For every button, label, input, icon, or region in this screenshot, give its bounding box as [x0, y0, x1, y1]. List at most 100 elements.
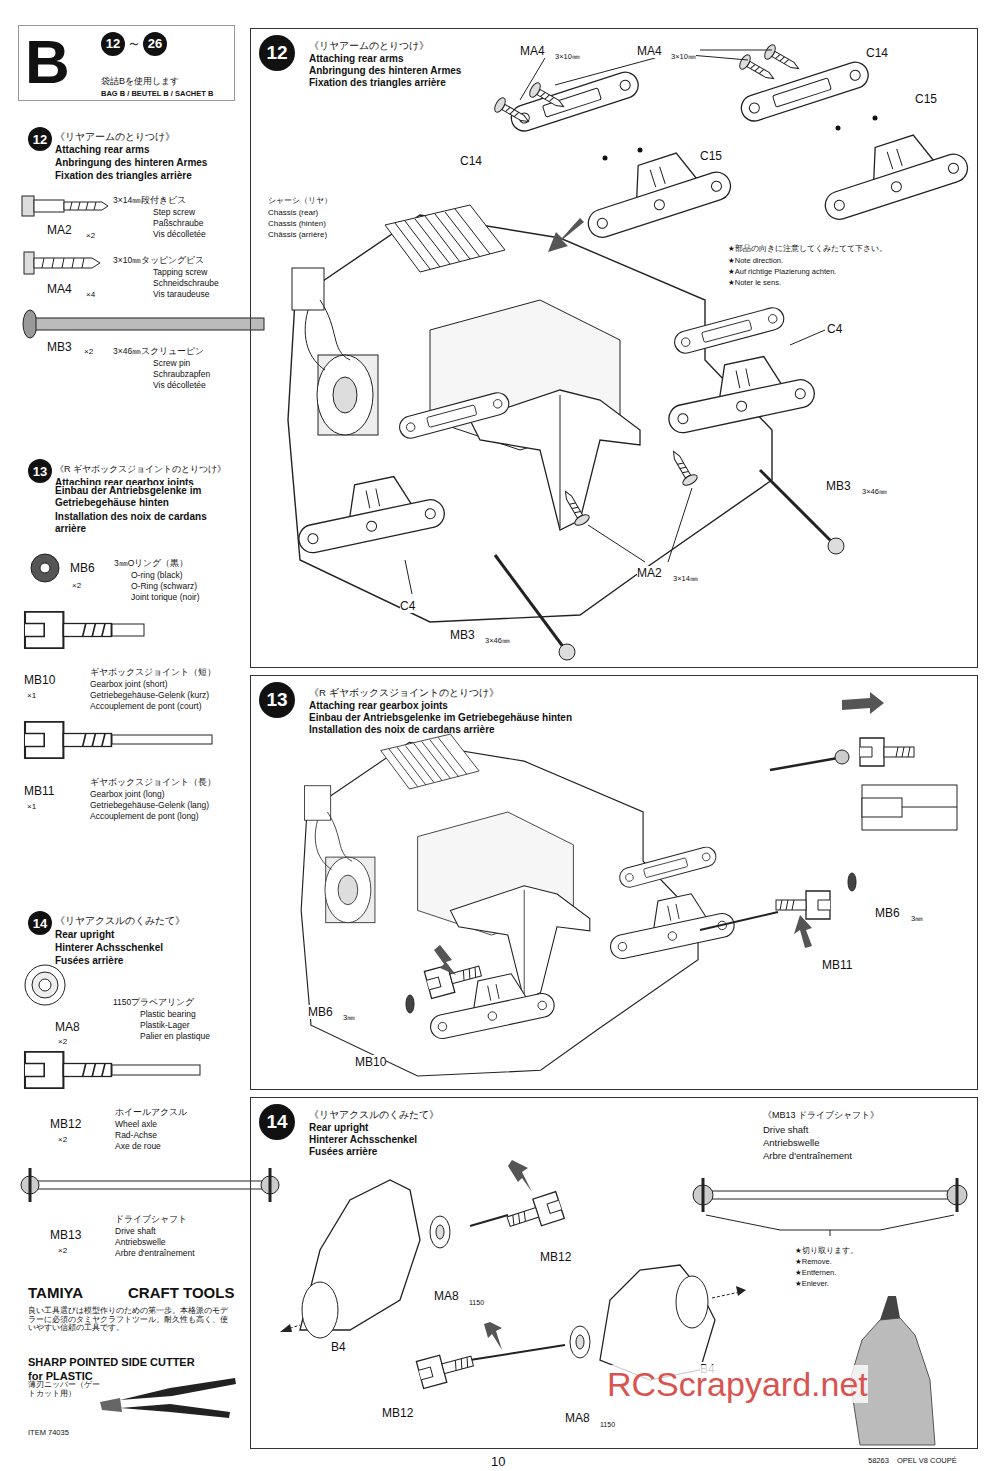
part-code: MA8	[55, 1020, 80, 1034]
label-wrap: ホイールアクスル	[115, 1101, 187, 1119]
node-text: 13	[266, 689, 287, 711]
node-text: Fusées arrière	[309, 1146, 377, 1157]
label-text: ×2	[84, 347, 93, 356]
label-wrap: ★切り取ります。	[795, 1239, 858, 1257]
label-wrap: RCScrapyard.net	[607, 1365, 868, 1404]
step-number: 14	[259, 1104, 295, 1140]
node-text: 14	[266, 1111, 287, 1133]
label-wrap: ×2	[86, 224, 95, 242]
node-text: Anbringung des hinteren Armes	[309, 65, 461, 76]
label-text: 58263	[868, 1456, 889, 1465]
step-number: 13	[28, 459, 52, 483]
text-wrap: 袋詰Bを使用します	[101, 70, 179, 88]
label-wrap: 薄刃ニッパー（ゲートカット用）	[28, 1380, 100, 1398]
label-wrap: OPEL V8 COUPÉ	[897, 1449, 957, 1467]
label-text: ×4	[86, 290, 95, 299]
label-wrap: Installation des noix de cardans arrière	[55, 511, 235, 534]
label-wrap: MB11	[822, 955, 852, 973]
label-wrap: MA4	[637, 41, 662, 59]
label-text: ×2	[58, 1246, 67, 1255]
label-wrap: C15	[915, 89, 937, 107]
part-code: MB11	[822, 958, 852, 972]
label-text: Schneidschraube	[153, 278, 219, 288]
label-text: 1150	[469, 1299, 484, 1306]
node-text: 12	[33, 132, 47, 147]
text-wrap: 12	[259, 35, 295, 71]
part-code: MB3	[47, 340, 72, 354]
label-text: 3×46㎜	[862, 487, 887, 496]
node-text: Fixation des triangles arrière	[309, 77, 446, 88]
label-wrap: 3㎜	[343, 1006, 355, 1024]
text-wrap: B	[25, 26, 70, 97]
label-wrap: 3×14㎜段付きビス	[113, 189, 186, 207]
label-text: Hinterer Achsschenkel	[55, 942, 163, 953]
label-wrap: 良い工具選びは模型作りのための第一歩。本格派のモデラーに必須のタミヤクラフトツー…	[28, 1307, 233, 1333]
label-wrap: Drive shaft	[763, 1119, 808, 1137]
gearbox-joint-assembly	[301, 692, 957, 1076]
step-panel: 《リヤアームのとりつけ》Attaching rear armsAnbringun…	[250, 28, 978, 668]
label-text: Wheel axle	[115, 1119, 157, 1129]
label-wrap: SHARP POINTED SIDE CUTTER	[28, 1352, 195, 1370]
label-text: 1150	[600, 1421, 615, 1428]
part-code: B4	[331, 1340, 346, 1354]
part-code: MB12	[540, 1250, 571, 1264]
label-wrap: 10	[491, 1452, 505, 1470]
label-text: ★Noter le sens.	[728, 278, 781, 287]
label-wrap: MA4	[47, 279, 72, 297]
label-text: ITEM 74035	[28, 1428, 69, 1437]
label-text: Fixation des triangles arrière	[55, 170, 192, 181]
label-wrap: 3×10㎜タッピングビス	[113, 249, 204, 267]
label-wrap: ×2	[84, 340, 93, 358]
bag-header: B12～26袋詰Bを使用しますBAG B / BEUTEL B / SACHET…	[18, 25, 235, 101]
label-text: 1150プラベアリング	[113, 997, 194, 1007]
label-text: Joint torique (noir)	[131, 592, 200, 602]
text-wrap: 《リヤアクスルのくみたて》	[309, 1104, 439, 1122]
label-wrap: MA2	[47, 220, 72, 238]
label-text: ×2	[58, 1135, 67, 1144]
part-code: C15	[915, 92, 937, 106]
node-text: Einbau der Antriebsgelenke im Getriebege…	[309, 712, 572, 723]
label-wrap: 1150	[469, 1291, 484, 1309]
step-panel: 《R ギヤボックスジョイントのとりつけ》Attaching rear gearb…	[250, 675, 978, 1090]
label-wrap: C4	[400, 596, 415, 614]
label-wrap: 《リヤアームのとりつけ》	[55, 126, 175, 144]
part-code: MB6	[875, 906, 900, 920]
label-wrap: MB6	[70, 558, 95, 576]
label-text: 《R ギヤボックスジョイントのとりつけ》	[55, 464, 226, 474]
node-text: Rear upright	[309, 1122, 368, 1133]
label-wrap: 3×46㎜	[485, 629, 510, 647]
label-wrap: MB3	[47, 337, 72, 355]
label-text: 《リヤアームのとりつけ》	[55, 131, 175, 142]
label-wrap: ITEM 74035	[28, 1421, 69, 1439]
label-wrap: 3×46㎜スクリューピン	[113, 340, 204, 358]
label-text: Screw pin	[153, 358, 190, 368]
label-text: Drive shaft	[763, 1124, 808, 1135]
label-text: ★Auf richtige Plazierung achten.	[728, 267, 836, 276]
node-text: 13	[33, 464, 47, 479]
part-code: MB3	[450, 628, 475, 642]
label-wrap: MA4	[520, 41, 545, 59]
label-wrap: C14	[866, 43, 888, 61]
node-text: 14	[33, 916, 47, 931]
label-text: Antriebswelle	[763, 1137, 820, 1148]
label-text: Antriebswelle	[115, 1237, 166, 1247]
label-wrap: 1150	[600, 1413, 615, 1431]
label-text: Drive shaft	[115, 1226, 156, 1236]
label-text: CRAFT TOOLS	[128, 1284, 234, 1301]
label-text: Arbre d'entraînement	[115, 1248, 195, 1258]
label-text: 3㎜	[343, 1013, 355, 1022]
text-wrap: 14	[28, 911, 52, 935]
node-text: 26	[143, 32, 167, 56]
label-wrap: MB11	[24, 781, 54, 799]
node-text: 袋詰Bを使用します	[101, 76, 179, 86]
label-text: Plastik-Lager	[140, 1020, 190, 1030]
label-text: 10	[491, 1454, 505, 1469]
label-text: ギヤボックスジョイント（長）	[90, 777, 216, 787]
label-text: Palier en plastique	[140, 1031, 210, 1041]
label-wrap: MA8	[434, 1286, 459, 1304]
label-text: Fusées arrière	[55, 955, 123, 966]
label-text: 薄刃ニッパー（ゲートカット用）	[28, 1380, 100, 1398]
label-wrap: MB12	[50, 1114, 81, 1132]
label-wrap: 3㎜	[911, 907, 923, 925]
label-text: ×1	[27, 802, 36, 811]
